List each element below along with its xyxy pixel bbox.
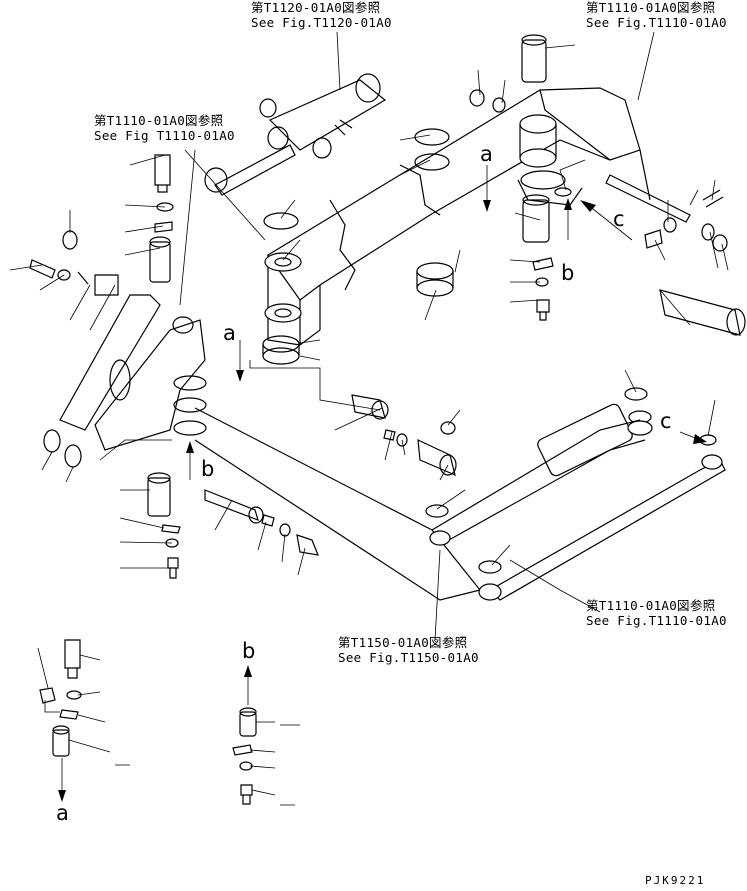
- ref-top-right-jp: 第T1110-01A0図参照: [586, 0, 716, 15]
- ref-top-center-jp: 第T1120-01A0図参照: [251, 0, 381, 15]
- ref-left-mid: 第T1110-01A0図参照 See Fig T1110-01A0: [94, 113, 235, 143]
- ref-top-right: 第T1110-01A0図参照 See Fig.T1110-01A0: [586, 0, 727, 30]
- ref-top-right-en: See Fig.T1110-01A0: [586, 15, 727, 30]
- marker-b-bottom: b: [242, 639, 256, 663]
- ref-right-low-en: See Fig.T1110-01A0: [586, 613, 727, 628]
- marker-a-left: a: [223, 321, 236, 345]
- detail-a-parts: [39, 639, 82, 757]
- ref-bottom-center-jp: 第T1150-01A0図参照: [338, 635, 468, 650]
- marker-c-lower: c: [660, 409, 672, 433]
- ref-right-low-jp: 第T1110-01A0図参照: [586, 598, 716, 613]
- leader-lines: [9, 31, 729, 806]
- ref-bottom-center: 第T1150-01A0図参照 See Fig.T1150-01A0: [338, 635, 479, 665]
- lower-tubes: [194, 403, 726, 601]
- main-frame: [264, 87, 651, 346]
- washers: [43, 128, 717, 574]
- marker-c-right: c: [613, 207, 625, 231]
- left-arm-assembly: [29, 154, 207, 579]
- ref-left-mid-en: See Fig T1110-01A0: [94, 128, 235, 143]
- ref-bottom-center-en: See Fig.T1150-01A0: [338, 650, 479, 665]
- drawing-code: PJK9221: [645, 874, 706, 887]
- top-cylinder: [204, 73, 387, 196]
- detail-b-parts: [232, 707, 257, 805]
- ref-top-center-en: See Fig.T1120-01A0: [251, 15, 392, 30]
- marker-b-left: b: [201, 457, 215, 481]
- marker-b-upper: b: [561, 261, 575, 285]
- marker-a-bottom: a: [56, 801, 69, 825]
- ref-left-mid-jp: 第T1110-01A0図参照: [94, 113, 224, 128]
- center-pins: [204, 394, 457, 556]
- top-right-parts: [469, 34, 746, 336]
- ref-right-low: 第T1110-01A0図参照 See Fig.T1110-01A0: [586, 598, 727, 628]
- ref-top-center: 第T1120-01A0図参照 See Fig.T1120-01A0: [251, 0, 392, 30]
- direction-arrows: [58, 165, 707, 802]
- marker-a-upper: a: [480, 142, 493, 166]
